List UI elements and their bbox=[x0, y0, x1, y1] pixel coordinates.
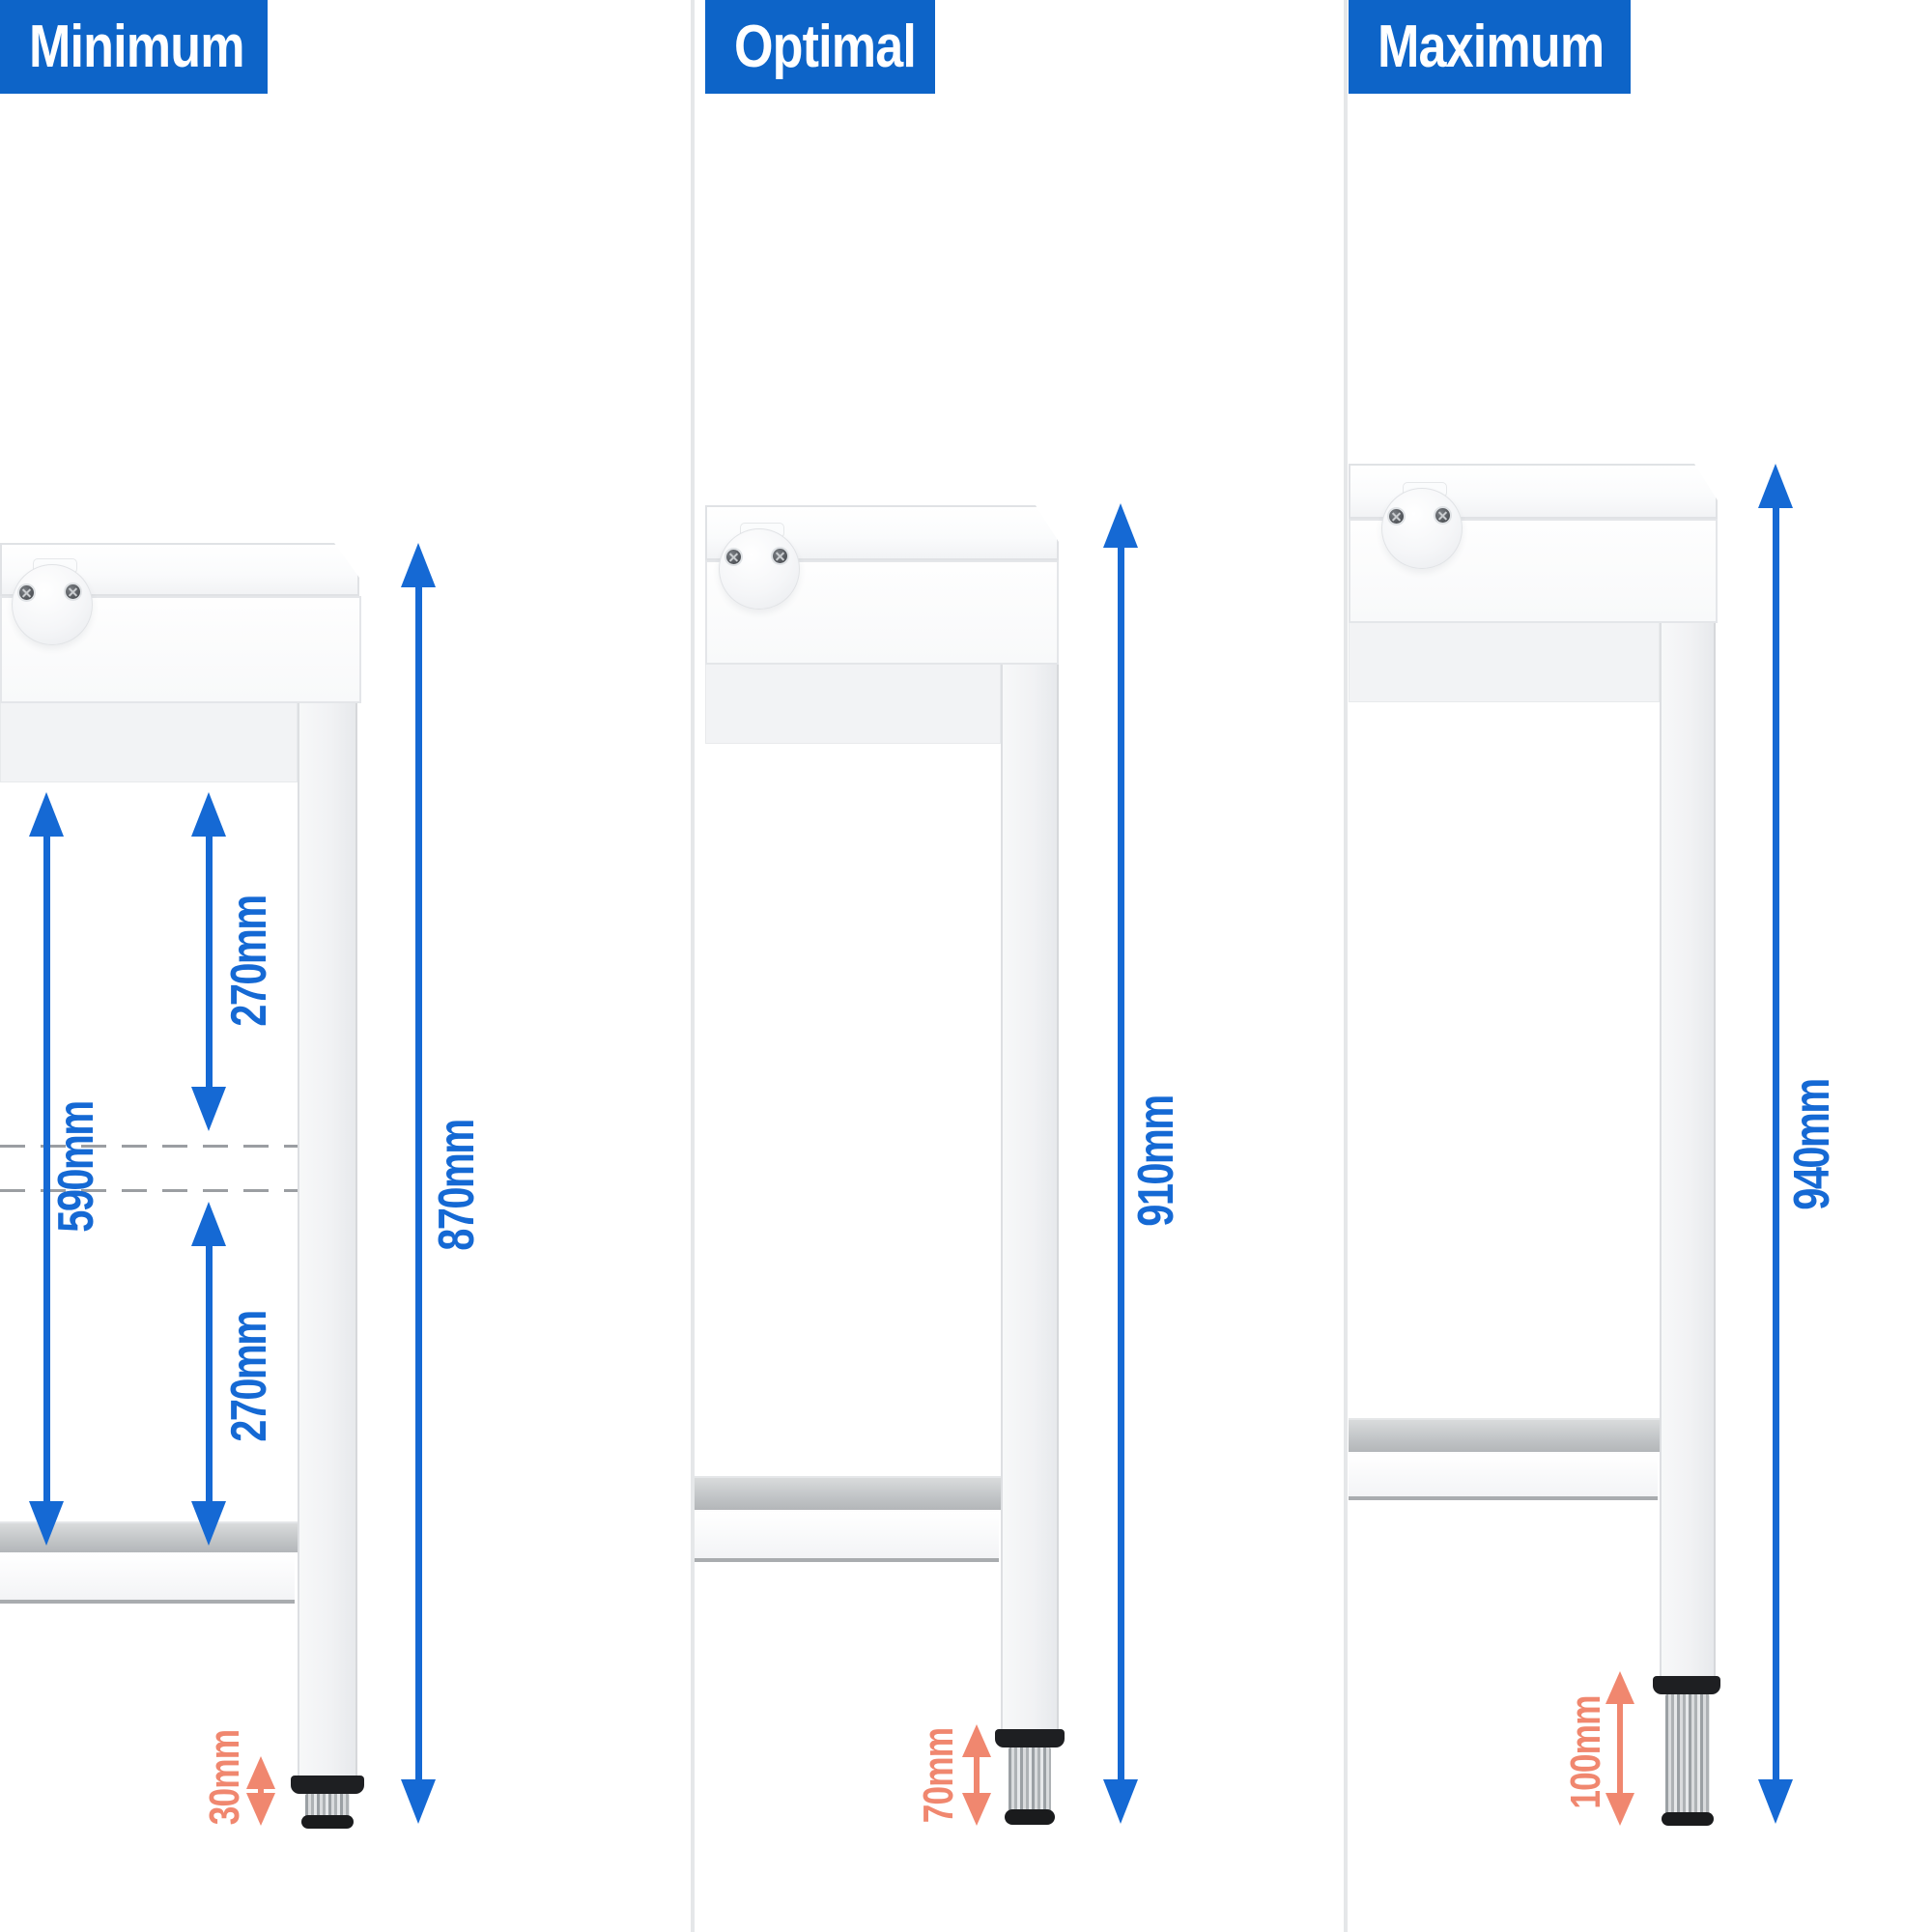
bracket-disc bbox=[12, 564, 93, 645]
dimension-label-total-height: 870mm bbox=[429, 1120, 485, 1251]
panel-label-text: Optimal bbox=[734, 14, 917, 80]
screw-icon bbox=[1435, 508, 1450, 523]
foot-collar bbox=[995, 1729, 1065, 1747]
lower-shelf-frame bbox=[0, 1552, 295, 1604]
table-leg bbox=[1660, 623, 1716, 1676]
apron-inner-rail bbox=[1349, 623, 1660, 702]
shelf-position-dashed-line bbox=[0, 1189, 298, 1192]
dimension-line-total-height bbox=[401, 543, 436, 1824]
dimension-label-total-height: 910mm bbox=[1128, 1095, 1184, 1227]
foot-adjustment-label: 30mm bbox=[201, 1729, 248, 1826]
dimension-line-upper-gap bbox=[191, 792, 226, 1131]
dimension-line-lower-gap bbox=[191, 1202, 226, 1546]
table-leg bbox=[298, 703, 357, 1776]
adjustable-foot-cylinder bbox=[1665, 1694, 1710, 1814]
lower-shelf-top bbox=[1349, 1418, 1660, 1452]
screw-icon bbox=[1389, 509, 1404, 524]
screw-icon bbox=[19, 585, 34, 600]
foot-adjustment-label: 70mm bbox=[915, 1727, 962, 1824]
adjustable-foot-cylinder bbox=[1009, 1747, 1051, 1811]
dimension-label-shelf-clearance: 590mm bbox=[48, 1101, 104, 1233]
dimension-line-total-height bbox=[1758, 464, 1793, 1824]
panel-label-text: Minimum bbox=[29, 14, 245, 80]
foot-collar bbox=[291, 1776, 364, 1794]
table-leg bbox=[1001, 665, 1059, 1729]
dimension-label-total-height: 940mm bbox=[1784, 1079, 1840, 1210]
panel-label-text: Maximum bbox=[1378, 14, 1605, 80]
foot-base-ring bbox=[1662, 1812, 1714, 1826]
foot-adjustment-arrow bbox=[246, 1756, 275, 1826]
dimension-line-total-height bbox=[1103, 503, 1138, 1824]
foot-adjustment-arrow bbox=[1605, 1671, 1634, 1826]
dimension-label-lower-gap: 270mm bbox=[221, 1311, 277, 1442]
foot-base-ring bbox=[301, 1815, 354, 1829]
panel-label-maximum: Maximum bbox=[1349, 0, 1631, 94]
tabletop-apron bbox=[0, 596, 361, 703]
lower-shelf-frame bbox=[695, 1510, 999, 1562]
foot-adjustment-arrow bbox=[962, 1724, 991, 1826]
screw-icon bbox=[726, 550, 741, 564]
foot-collar bbox=[1653, 1676, 1720, 1694]
shelf-position-dashed-line bbox=[0, 1145, 298, 1148]
screw-icon bbox=[66, 584, 80, 599]
apron-inner-rail bbox=[0, 703, 298, 782]
dimension-line-shelf-clearance bbox=[29, 792, 64, 1546]
dimension-label-upper-gap: 270mm bbox=[221, 895, 277, 1027]
foot-adjustment-label: 100mm bbox=[1562, 1695, 1609, 1809]
lower-shelf-top bbox=[695, 1476, 1001, 1510]
panel-label-minimum: Minimum bbox=[0, 0, 268, 94]
foot-base-ring bbox=[1005, 1809, 1055, 1825]
panel-divider bbox=[1344, 0, 1348, 1932]
adjustable-foot-cylinder bbox=[305, 1794, 350, 1819]
panel-label-optimal: Optimal bbox=[705, 0, 935, 94]
lower-shelf-frame bbox=[1349, 1452, 1658, 1500]
bracket-disc bbox=[719, 528, 800, 610]
apron-inner-rail bbox=[705, 665, 1001, 744]
panel-divider bbox=[691, 0, 695, 1932]
screw-icon bbox=[773, 549, 787, 563]
bracket-disc bbox=[1381, 488, 1463, 569]
